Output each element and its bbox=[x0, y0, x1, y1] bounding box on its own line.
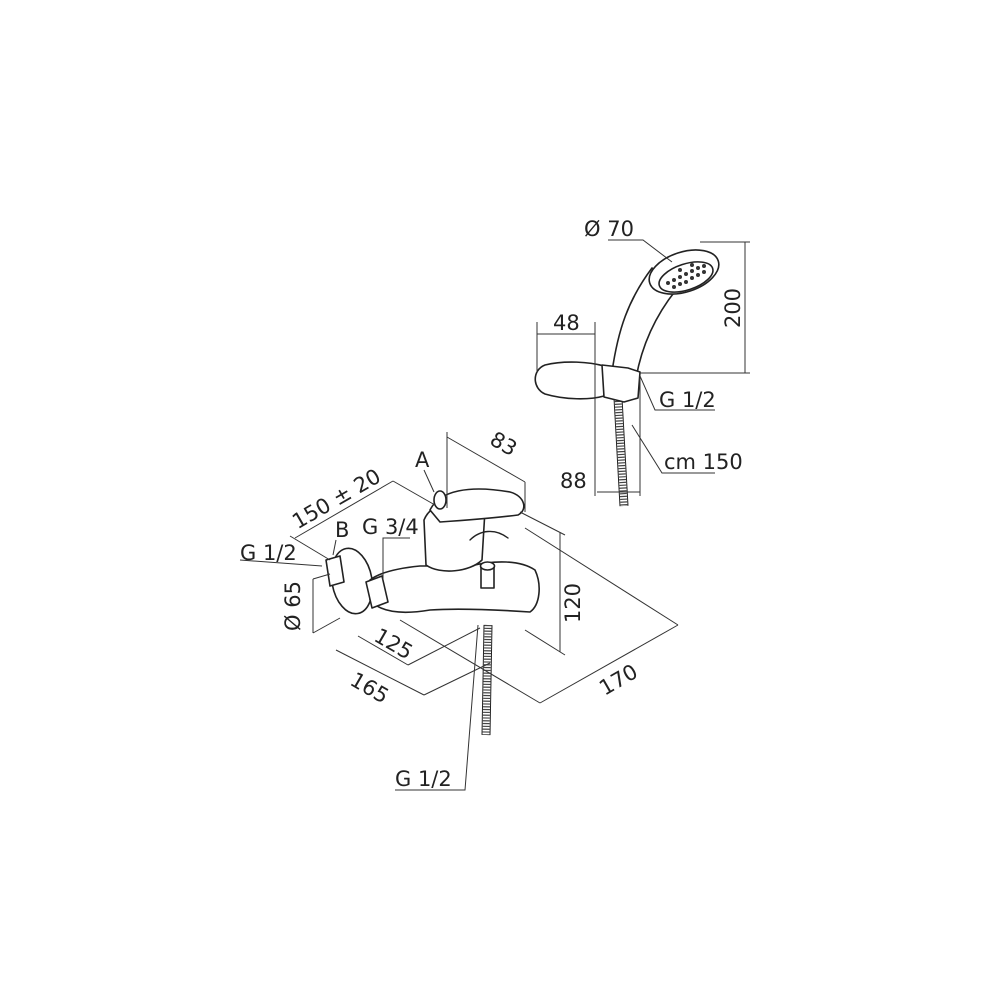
shower-holder bbox=[534, 361, 605, 400]
dimension-lines-mixer bbox=[239, 432, 679, 791]
mixer: A 83 150 ± 20 B G 3/4 G 1/2 Ø 65 125 165… bbox=[239, 427, 679, 791]
shower-connection: G 1/2 bbox=[659, 388, 716, 412]
handle-depth: 83 bbox=[486, 427, 521, 461]
shower-height: 200 bbox=[721, 288, 745, 328]
shower-holder-depth: 88 bbox=[560, 469, 587, 493]
spout-125: 125 bbox=[370, 624, 417, 665]
spout-165: 165 bbox=[346, 668, 393, 709]
shower-holder-width: 48 bbox=[553, 311, 580, 335]
mixer-hose bbox=[481, 624, 493, 736]
mixer-depth: 170 bbox=[595, 660, 642, 701]
mixer-height: 120 bbox=[561, 583, 585, 623]
shower-hose bbox=[613, 397, 629, 507]
shower-head-diameter: Ø 70 bbox=[584, 217, 634, 241]
dimension-lines-shower bbox=[536, 239, 750, 496]
inlet-connector bbox=[325, 555, 345, 587]
mixer-body bbox=[369, 561, 540, 614]
label-b: B bbox=[335, 518, 349, 542]
inlet-thread: G 1/2 bbox=[240, 541, 297, 565]
mixer-lever bbox=[429, 488, 525, 523]
shower-holder-clip bbox=[601, 364, 641, 403]
cap-a bbox=[433, 490, 447, 510]
flange-diameter: Ø 65 bbox=[281, 581, 305, 631]
shower-set: Ø 70 48 200 G 1/2 cm 150 88 bbox=[534, 217, 750, 507]
eccentric-thread: G 3/4 bbox=[362, 515, 419, 539]
body-contour bbox=[469, 530, 509, 541]
shower-head bbox=[648, 249, 720, 295]
outlet-thread: G 1/2 bbox=[395, 767, 452, 791]
shower-hose-length: cm 150 bbox=[664, 450, 743, 474]
label-a: A bbox=[415, 448, 430, 472]
diverter-top bbox=[479, 561, 496, 571]
eccentric-nut bbox=[365, 575, 389, 609]
